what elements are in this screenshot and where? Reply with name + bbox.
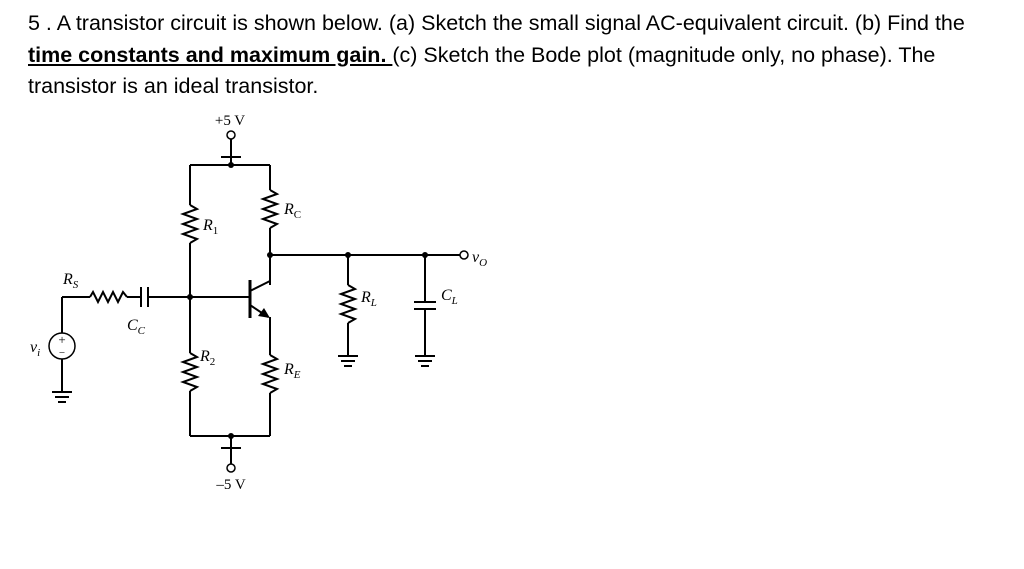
question-text-start: 5 . A transistor circuit is shown below.…: [28, 11, 965, 35]
rc-resistor: [260, 189, 280, 229]
transistor-collector: [249, 280, 271, 292]
vi-plus-sign: +: [58, 332, 65, 347]
rl-label: RL: [360, 289, 377, 309]
vee-label: –5 V: [215, 477, 245, 493]
vcc-terminal: [226, 130, 236, 140]
re-label: RE: [283, 361, 301, 381]
re-resistor: [260, 354, 280, 394]
r1-label: R1: [202, 217, 218, 237]
vo-label: vO: [472, 249, 487, 269]
vee-terminal: [226, 463, 236, 473]
problem-statement: 5 . A transistor circuit is shown below.…: [28, 8, 1008, 103]
r2-resistor: [180, 352, 200, 392]
vo-terminal: [459, 250, 469, 260]
rs-resistor: [89, 289, 128, 305]
question-emphasis: time constants and maximum gain.: [28, 42, 393, 67]
vi-label: vi: [30, 339, 40, 359]
r1-resistor: [180, 204, 200, 244]
cc-label: CC: [127, 317, 146, 337]
rs-label: RS: [62, 271, 79, 291]
collector-node: [267, 252, 273, 258]
vi-minus-sign: −: [59, 347, 65, 359]
top-rail-node: [228, 162, 234, 168]
rl-resistor: [338, 284, 358, 324]
emitter-arrow-icon: [258, 308, 270, 318]
cl-label: CL: [441, 287, 458, 307]
question-text-end: (c) Sketch the Bode plot (magnitude only…: [28, 42, 936, 99]
rc-label: RC: [283, 201, 301, 221]
vcc-label: +5 V: [215, 113, 245, 129]
r2-label: R2: [199, 348, 215, 368]
